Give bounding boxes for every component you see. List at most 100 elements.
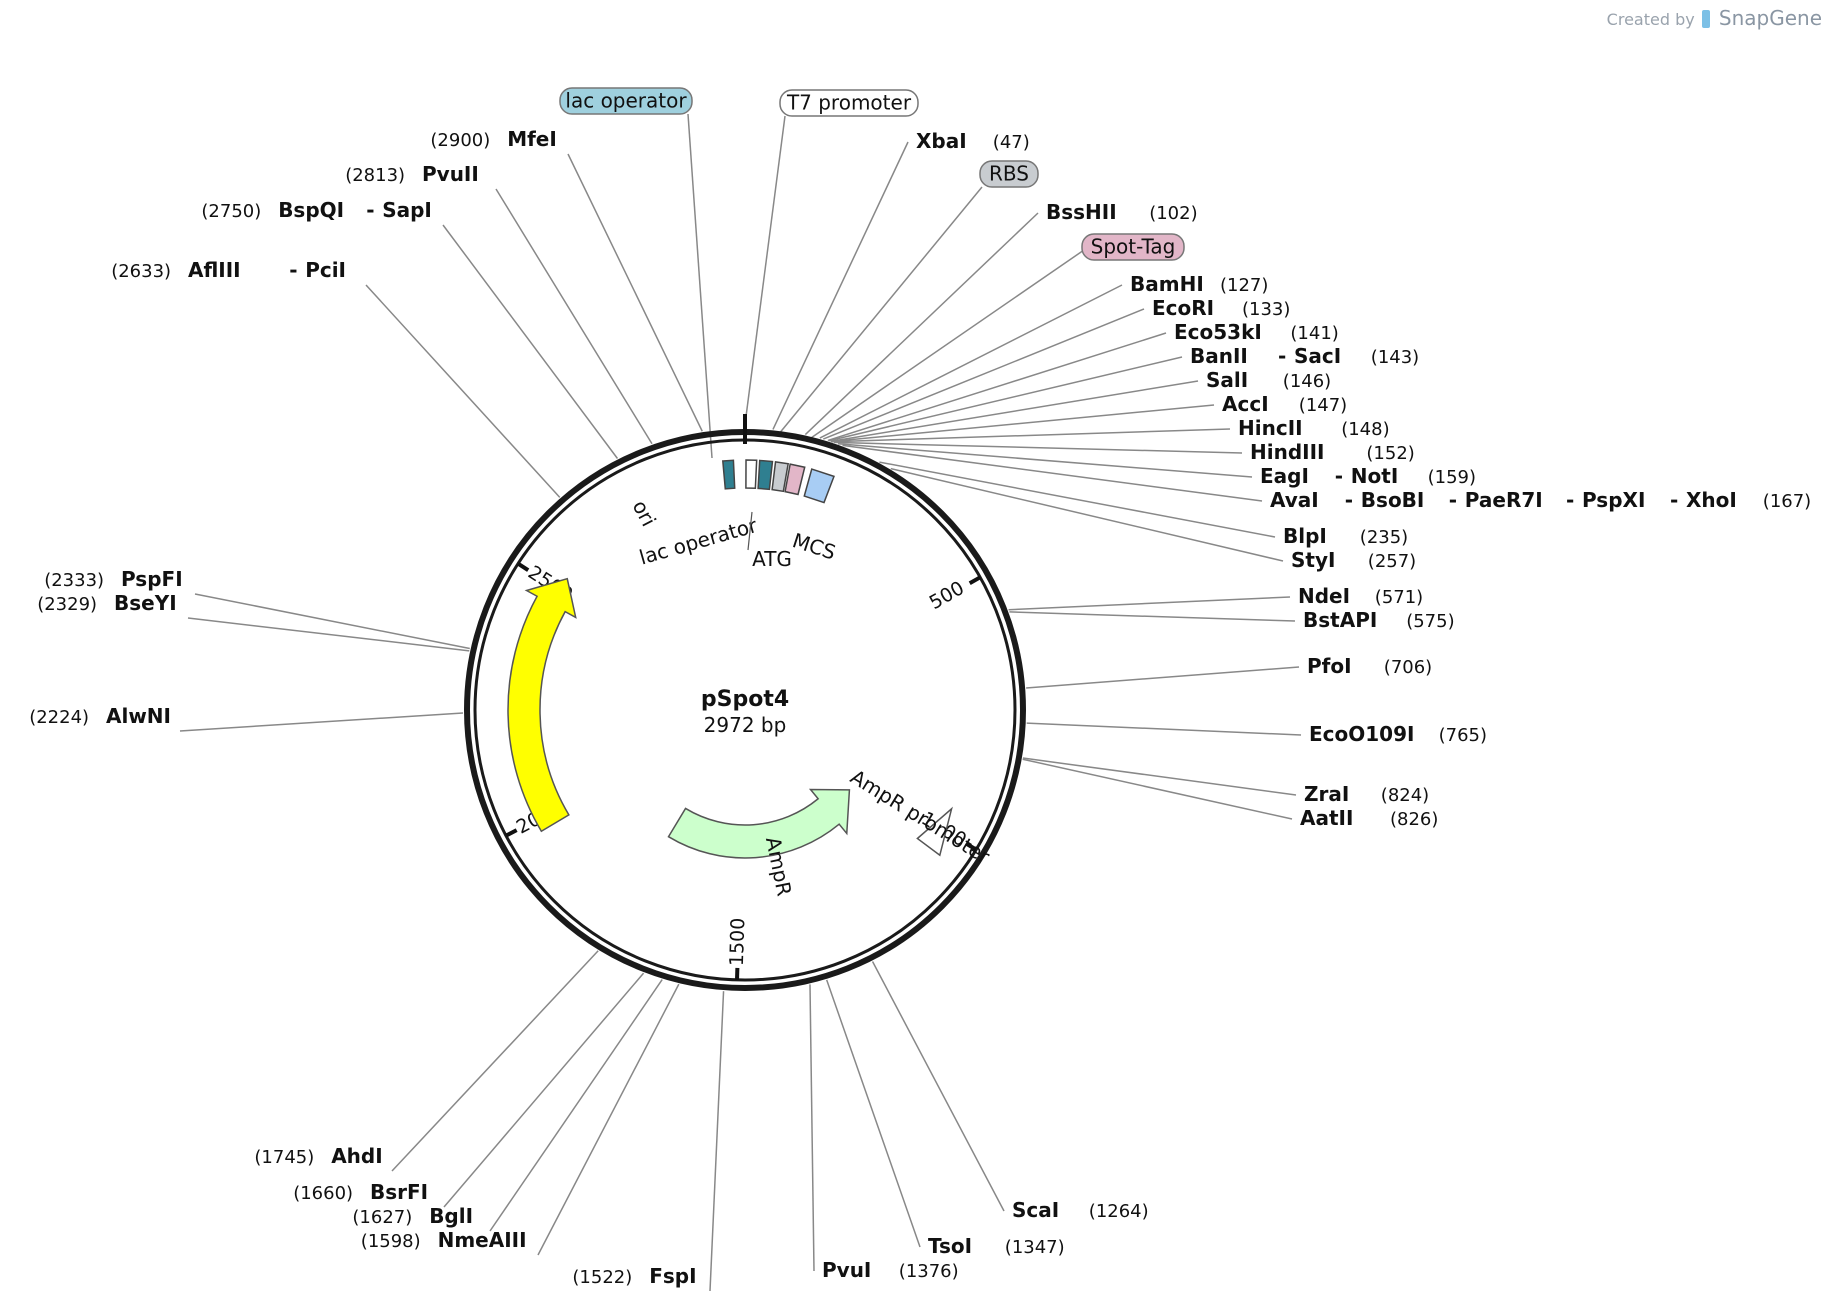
site-position: (765) (1439, 725, 1487, 746)
site-position: (1627) (352, 1207, 412, 1228)
site-scai: ScaI(1264) (1012, 1198, 1149, 1222)
site-position: (235) (1360, 527, 1408, 548)
site-position: (133) (1242, 299, 1290, 320)
site-position: (102) (1149, 203, 1197, 224)
feature-t7-promoter-box (745, 459, 758, 490)
site-leader-line (194, 593, 470, 650)
position-ticks: 5001000150020002500 (505, 561, 982, 980)
feature-label-mcs: MCS (790, 528, 839, 564)
site-name: FspI (649, 1264, 696, 1288)
feature-atg-box (757, 459, 774, 491)
callout-box-t7-promoter (779, 89, 919, 117)
feature-label-atg: ATG (752, 547, 792, 571)
site-position: (167) (1763, 491, 1811, 512)
site-bsshii: BssHII (102) (1046, 200, 1198, 224)
site-position: (2900) (430, 130, 490, 151)
feature-spot-tag-box (784, 463, 806, 496)
site-leader-line (822, 308, 1145, 440)
site-leader-line (871, 961, 1005, 1212)
feature-label-ori: ori (628, 496, 661, 530)
site-name: SacI (1294, 344, 1341, 368)
tick-mark-1000 (964, 841, 978, 852)
site-separator: - (1345, 488, 1353, 512)
site-name: AhdI (331, 1144, 382, 1168)
site-zrai: ZraI(824) (1304, 782, 1429, 806)
site-name: Eco53kI (1174, 320, 1262, 344)
site-position: (1660) (293, 1183, 353, 1204)
site-name: PciI (305, 258, 346, 282)
plasmid-length: 2972 bp (704, 713, 787, 737)
site-name: BlpI (1283, 524, 1327, 548)
credit-brand: SnapGene (1718, 6, 1822, 30)
site-name: BglI (429, 1204, 473, 1228)
site-name: BsoBI (1361, 488, 1425, 512)
atg-pointer-line (747, 511, 753, 551)
site-ecoo109i: EcoO109I (765) (1309, 722, 1487, 746)
site-leader-line (830, 380, 1199, 443)
site-name: PvuII (422, 162, 479, 186)
site-leader-line (365, 284, 561, 498)
snapgene-logo-icon (1701, 10, 1710, 28)
site-acci: AccI(147) (1222, 392, 1347, 416)
site-name: AccI (1222, 392, 1269, 416)
site-position: (826) (1390, 809, 1438, 830)
site-name: HincII (1238, 416, 1303, 440)
site-leader-line (819, 284, 1123, 439)
site-bseyi: BseYI(2329) (37, 591, 176, 615)
site-avai: AvaI-BsoBI-PaeR7I-PspXI-XhoI(167) (1270, 488, 1811, 512)
callout-label: lac operator (565, 89, 687, 113)
site-name: PaeR7I (1465, 488, 1543, 512)
callout-box-spot-tag (1081, 233, 1185, 261)
site-separator: - (1335, 464, 1343, 488)
site-name: PspXI (1582, 488, 1645, 512)
site-leader-line (879, 461, 1276, 538)
site-position: (141) (1290, 323, 1338, 344)
site-position: (127) (1220, 275, 1268, 296)
site-leader-line (804, 212, 1039, 436)
feature-ampr-promoter-arrow (916, 806, 953, 857)
site-mfei: MfeI(2900) (430, 127, 556, 151)
site-position: (2329) (37, 594, 97, 615)
site-hindiii: HindIII(152) (1250, 440, 1415, 464)
site-name: SapI (382, 198, 432, 222)
site-hincii: HincII(148) (1238, 416, 1390, 440)
site-separator: - (1566, 488, 1574, 512)
site-bsrfi: BsrFI(1660) (293, 1180, 428, 1204)
site-pvuii: PvuII (2813) (345, 162, 479, 186)
site-name: NmeAIII (438, 1228, 527, 1252)
site-name: AvaI (1270, 488, 1319, 512)
site-position: (257) (1368, 551, 1416, 572)
site-separator: - (289, 258, 297, 282)
feature-ori-arrow (507, 577, 577, 833)
site-position: (824) (1381, 785, 1429, 806)
feature-lac-operator-box (721, 459, 736, 490)
site-name: BssHII (1046, 200, 1117, 224)
site-position: (2813) (345, 165, 405, 186)
site-sali: SalI(146) (1206, 368, 1331, 392)
site-position: (1264) (1089, 1201, 1149, 1222)
site-separator: - (1670, 488, 1678, 512)
site-position: (1347) (1005, 1237, 1065, 1258)
tick-label-1500: 1500 (726, 917, 749, 966)
site-name: HindIII (1250, 440, 1324, 464)
site-leader-line (179, 712, 464, 732)
callout-leader-line (687, 113, 713, 459)
site-leader-line (827, 332, 1167, 442)
site-xbai: XbaI(47) (916, 129, 1030, 153)
site-eagi: EagI-NotI(159) (1260, 464, 1476, 488)
plasmid-backbone (464, 414, 1026, 991)
tick-label-500: 500 (926, 577, 968, 614)
site-position: (575) (1406, 611, 1454, 632)
site-position: (2750) (201, 201, 261, 222)
site-leader-line (495, 188, 653, 445)
callout-label: RBS (989, 162, 1029, 186)
callout-label: T7 promoter (786, 91, 912, 115)
site-name: EcoO109I (1309, 722, 1414, 746)
site-name: PspFI (121, 567, 183, 591)
site-name: AlwNI (106, 704, 171, 728)
site-leader-line (1022, 758, 1293, 820)
site-bgli: BglI (1627) (352, 1204, 473, 1228)
site-bstapi: BstAPI(575) (1303, 608, 1455, 632)
